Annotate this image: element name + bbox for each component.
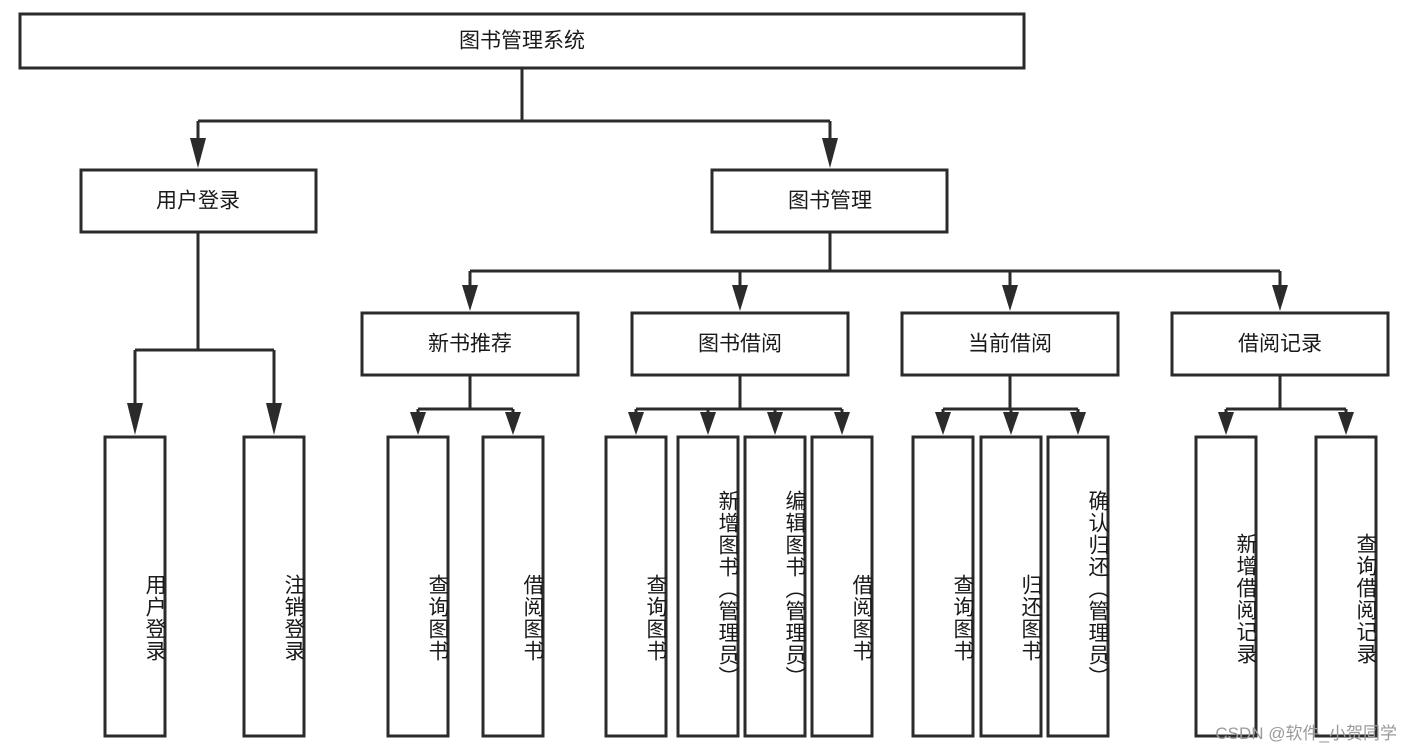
arrow-leaf-11: [1070, 412, 1086, 435]
arrow-leaf-13: [1338, 412, 1354, 435]
leaf-box-query-record[interactable]: [1314, 435, 1378, 738]
leaf-box-add-book-admin[interactable]: [676, 435, 740, 738]
node-book-borrow[interactable]: 图书借阅: [630, 311, 850, 377]
arrow-to-book-borrow: [732, 285, 748, 311]
arrow-to-current-borrow: [1002, 285, 1018, 311]
node-current-borrow-box[interactable]: [900, 311, 1120, 377]
arrow-leaf-4: [505, 412, 521, 435]
connectors: [127, 68, 1354, 435]
node-root[interactable]: 图书管理系统: [18, 12, 1026, 70]
arrow-leaf-12: [1218, 412, 1234, 435]
leaf-box-logout[interactable]: [242, 435, 306, 738]
leaf-box-edit-book-admin[interactable]: [743, 435, 807, 738]
leaf-box-confirm-return[interactable]: [1046, 435, 1110, 738]
node-borrow-record[interactable]: 借阅记录: [1170, 311, 1390, 377]
node-book-management[interactable]: 图书管理: [710, 168, 949, 234]
arrow-leaf-9: [935, 412, 951, 435]
arrow-leaf-8: [834, 412, 850, 435]
arrow-to-new-book-rec: [462, 285, 478, 311]
csdn-watermark: CSDN @软件_小贺同学: [1215, 724, 1397, 743]
leaf-box-borrow-book-1[interactable]: [481, 435, 545, 738]
leaf-box-add-record[interactable]: [1194, 435, 1258, 738]
node-new-book-recommend-label: 新书推荐: [428, 333, 512, 356]
node-book-management-label: 图书管理: [788, 190, 872, 213]
node-new-book-recommend[interactable]: 新书推荐: [360, 311, 580, 377]
node-borrow-record-box[interactable]: [1170, 311, 1390, 377]
arrow-leaf-7: [767, 412, 783, 435]
node-borrow-record-label: 借阅记录: [1238, 333, 1322, 356]
node-book-borrow-box[interactable]: [630, 311, 850, 377]
leaf-box-query-book-2[interactable]: [604, 435, 668, 738]
arrow-to-book-mgmt: [822, 138, 838, 168]
arrow-leaf-2: [266, 403, 282, 435]
arrow-leaf-6: [700, 412, 716, 435]
node-current-borrow[interactable]: 当前借阅: [900, 311, 1120, 377]
node-current-borrow-label: 当前借阅: [968, 333, 1052, 356]
arrow-leaf-1: [127, 403, 143, 435]
arrow-to-borrow-record: [1272, 285, 1288, 311]
node-user-login[interactable]: 用户登录: [79, 168, 318, 234]
node-root-label: 图书管理系统: [459, 30, 585, 53]
node-book-management-box[interactable]: [710, 168, 949, 234]
leaf-box-borrow-book-2[interactable]: [810, 435, 874, 738]
node-user-login-label: 用户登录: [156, 190, 240, 213]
leaf-box-user-login[interactable]: [103, 435, 167, 738]
arrow-to-user-login: [190, 138, 206, 168]
leaf-box-query-book-3[interactable]: [911, 435, 975, 738]
node-book-borrow-label: 图书借阅: [698, 333, 782, 356]
arrow-leaf-10: [1003, 412, 1019, 435]
arrow-leaf-3: [410, 412, 426, 435]
leaf-box-query-book-1[interactable]: [386, 435, 450, 738]
arrow-leaf-5: [628, 412, 644, 435]
node-root-box[interactable]: [18, 12, 1026, 70]
node-new-book-recommend-box[interactable]: [360, 311, 580, 377]
leaf-box-return-book[interactable]: [979, 435, 1043, 738]
node-user-login-box[interactable]: [79, 168, 318, 234]
